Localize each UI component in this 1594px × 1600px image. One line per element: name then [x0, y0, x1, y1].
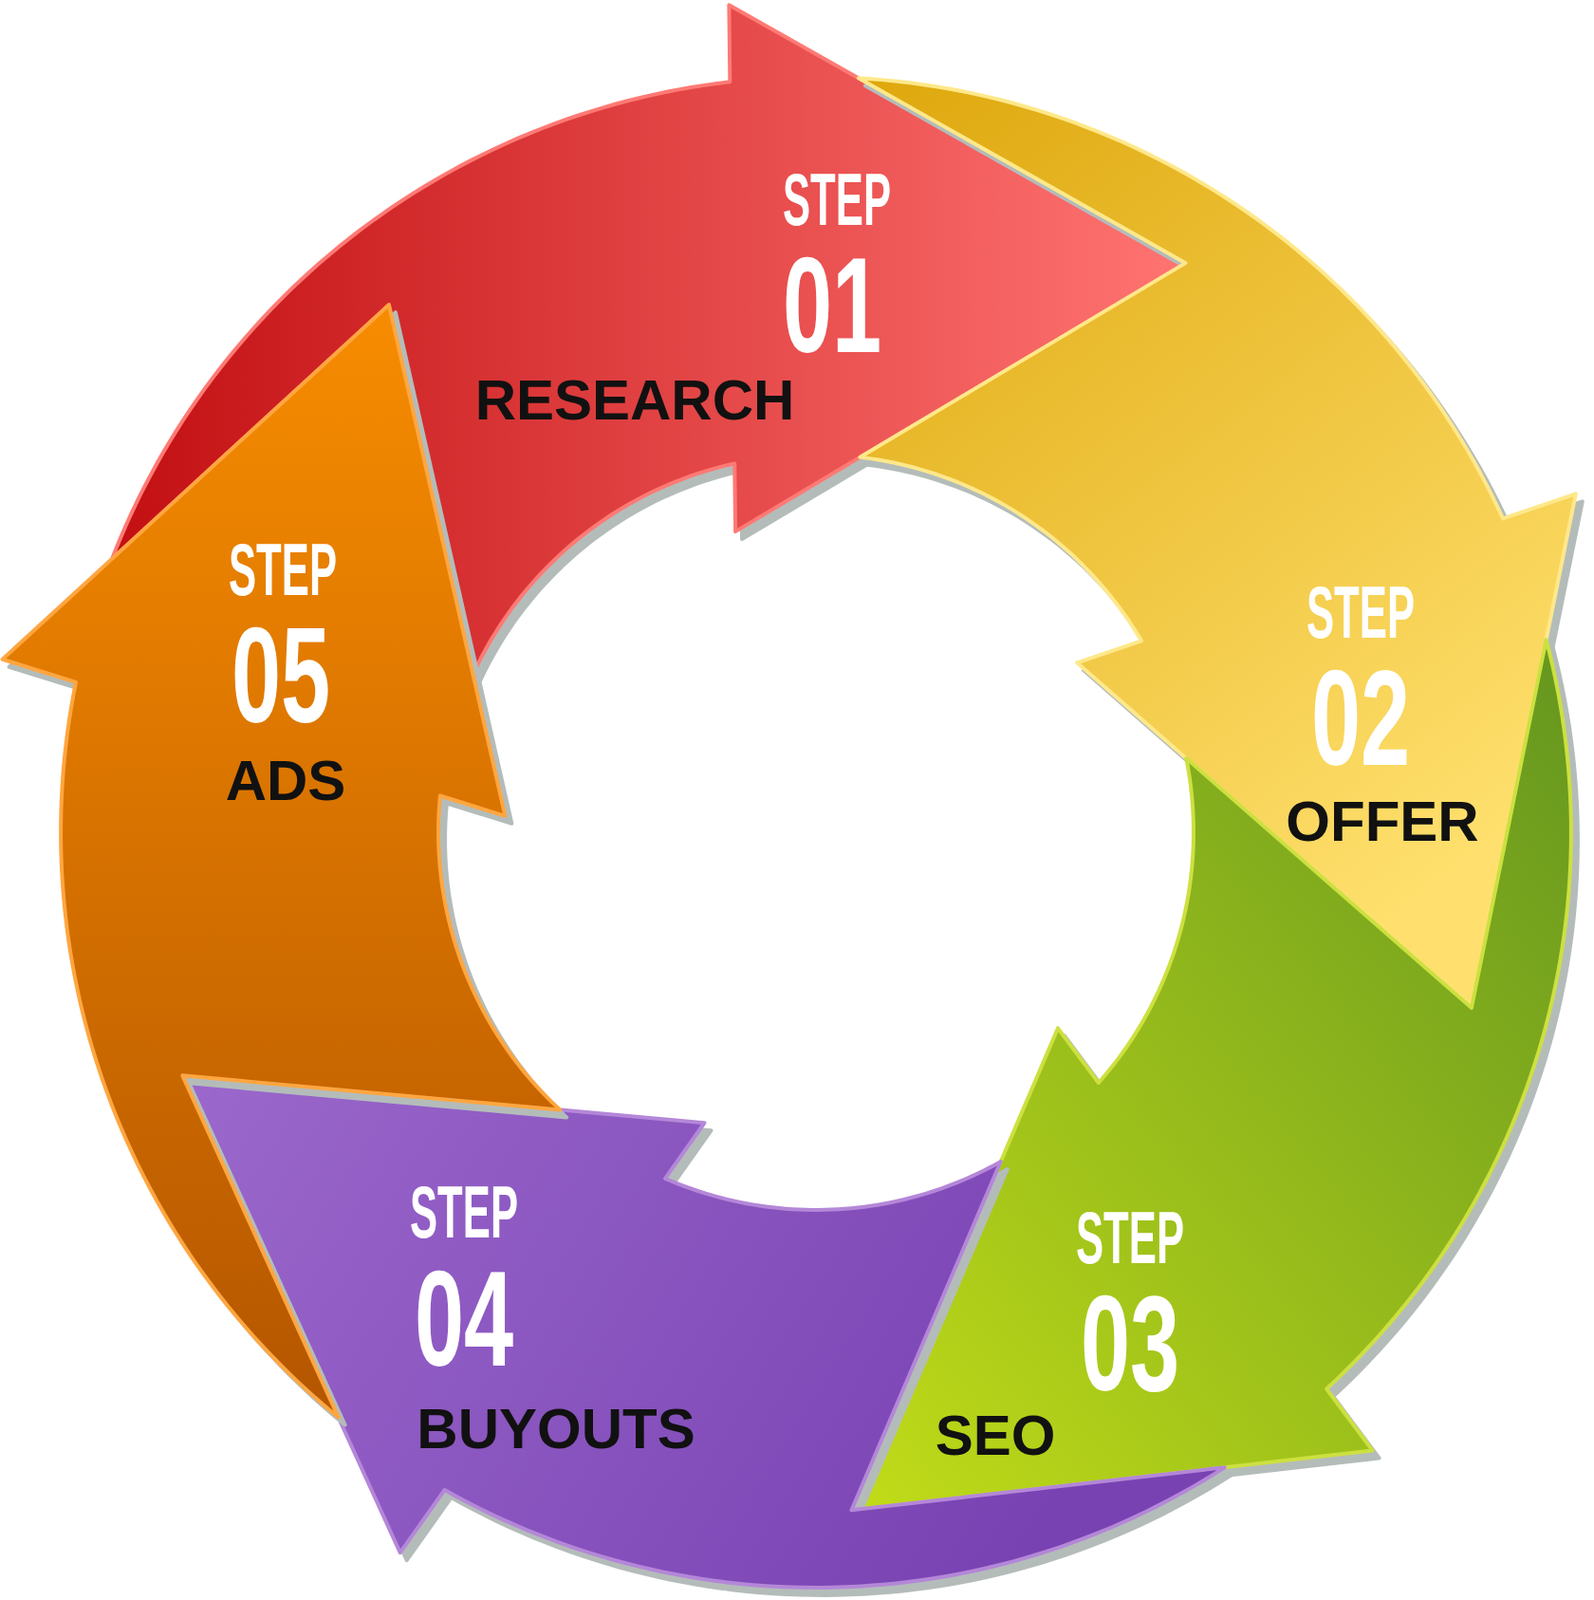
step-number: 03	[1080, 1276, 1180, 1411]
step-word: STEP	[1306, 574, 1415, 649]
step-word: STEP	[409, 1174, 519, 1249]
arrow-shape	[170, 1063, 1237, 1599]
step-word: STEP	[782, 162, 891, 237]
cycle-arrow: STEP03SEO	[839, 628, 1583, 1522]
arrow-fill	[851, 639, 1571, 1510]
arrow-fill	[182, 1075, 1225, 1588]
step-name: OFFER	[1285, 793, 1479, 851]
step-number: 04	[414, 1251, 514, 1387]
step-name: ADS	[225, 752, 347, 810]
arrow-fill	[2, 304, 561, 1417]
step-word: STEP	[228, 532, 337, 607]
step-name: RESEARCH	[475, 371, 796, 429]
arrow-shape	[839, 628, 1583, 1522]
step-name: BUYOUTS	[416, 1400, 695, 1458]
cycle-arrow: STEP04BUYOUTS	[170, 1063, 1237, 1599]
cycle-arrow: STEP05ADS	[0, 293, 573, 1429]
arrow-shape	[0, 293, 573, 1429]
step-number: 01	[782, 238, 882, 373]
step-number: 02	[1311, 650, 1410, 786]
step-number: 05	[231, 608, 331, 743]
step-name: SEO	[935, 1407, 1057, 1465]
step-word: STEP	[1075, 1200, 1185, 1275]
